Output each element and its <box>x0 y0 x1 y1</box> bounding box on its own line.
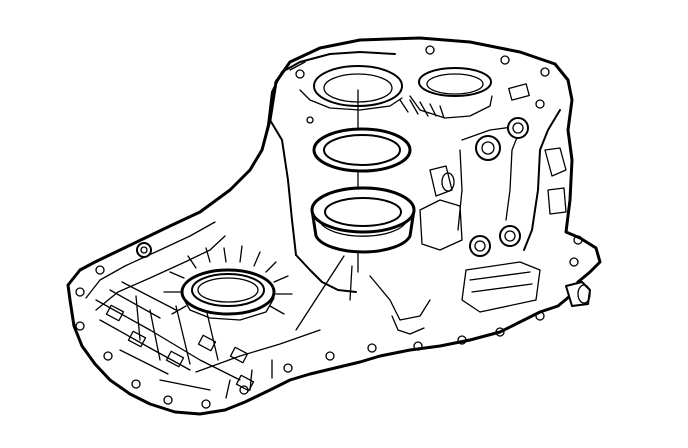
bearing-shim <box>312 127 412 173</box>
bearing-race <box>310 186 416 254</box>
second-bore <box>418 67 492 97</box>
flange-bolt <box>136 242 152 258</box>
axle-seal <box>163 245 293 321</box>
